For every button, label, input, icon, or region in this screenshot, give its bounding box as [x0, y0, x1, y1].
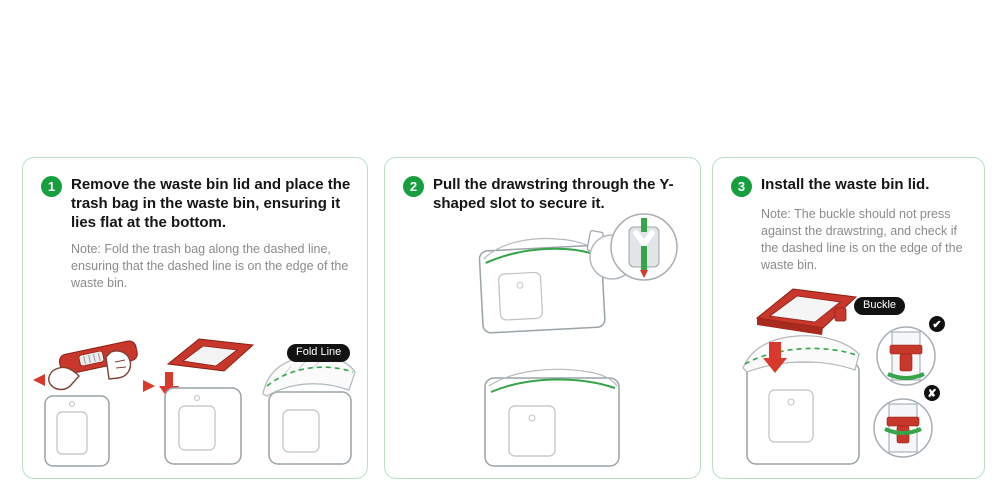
- bag-edge: [488, 368, 618, 387]
- bag-green-rim: [490, 378, 616, 393]
- waste-bin-door: [56, 411, 88, 455]
- step-2-header: 2 Pull the drawstring through the Y-shap…: [385, 158, 700, 213]
- step-1-header: 1 Remove the waste bin lid and place the…: [23, 158, 367, 232]
- step-3-title: Install the waste bin lid.: [761, 176, 930, 193]
- door-handle: [194, 395, 200, 401]
- door-handle: [528, 414, 536, 422]
- pull-right-arrow-icon: [143, 380, 155, 392]
- step-3-figure: [742, 288, 936, 465]
- waste-bin-door: [508, 405, 556, 457]
- red-lid: [755, 288, 858, 335]
- step-1-panel: 1 Remove the waste bin lid and place the…: [22, 157, 368, 479]
- step-2-number-badge: 2: [403, 176, 424, 197]
- waste-bin-door: [768, 389, 814, 443]
- waste-bin-with-bag: [742, 335, 860, 465]
- step-2-figure: [478, 213, 678, 467]
- step-3-number-badge: 3: [731, 176, 752, 197]
- waste-bin-door: [282, 409, 320, 453]
- step-3-note: Note: The buckle should not press agains…: [761, 207, 963, 272]
- drawstring: [887, 372, 925, 380]
- buckle-tab: [834, 307, 847, 322]
- red-lid: [58, 340, 138, 375]
- waste-bin-secured: [484, 368, 620, 467]
- step-1-title: Remove the waste bin lid and place the t…: [71, 176, 351, 231]
- step-1-number-badge: 1: [41, 176, 62, 197]
- right-hand: [105, 350, 132, 380]
- down-arrow-icon: [165, 372, 173, 386]
- y-slot-detail: [628, 218, 660, 278]
- waste-bin-door: [178, 405, 216, 451]
- correct-buckle-detail: [876, 326, 936, 386]
- door-handle: [69, 401, 75, 407]
- drawstring-pinched: [884, 427, 922, 435]
- cross-icon: ✘: [922, 383, 942, 403]
- buckle-label: Buckle: [854, 297, 906, 315]
- buckle: [889, 344, 923, 355]
- step-2-panel: 2 Pull the drawstring through the Y-shap…: [384, 157, 701, 479]
- pull-left-arrow-icon: [33, 374, 45, 386]
- step-2-title: Pull the drawstring through the Y-shaped…: [433, 176, 674, 212]
- incorrect-buckle-detail: [873, 398, 933, 458]
- step-3-header: 3 Install the waste bin lid.: [713, 158, 984, 197]
- fold-line-label: Fold Line: [287, 344, 351, 362]
- step-3-panel: 3 Install the waste bin lid. Note: The b…: [712, 157, 985, 479]
- step-1-figure: [33, 338, 356, 467]
- check-icon: ✔: [927, 314, 947, 334]
- fold-line-illustration: [262, 355, 356, 465]
- buckle: [886, 416, 920, 427]
- fold-dashed-line: [266, 366, 354, 387]
- install-down-arrow-icon: [763, 342, 787, 373]
- waste-bin-with-bag: [478, 230, 606, 334]
- remove-lid-illustration: [33, 340, 155, 467]
- door-handle: [516, 281, 524, 289]
- step-1-note: Note: Fold the trash bag along the dashe…: [71, 242, 349, 290]
- left-hand: [48, 366, 80, 391]
- door-handle: [787, 398, 795, 406]
- waste-bin-door: [498, 271, 543, 321]
- fold-dashed-line: [744, 347, 860, 365]
- lid-off-illustration: [159, 338, 255, 465]
- trash-bag: [262, 355, 356, 397]
- bag-green-rim: [485, 247, 598, 264]
- pull-down-arrow-icon: [640, 270, 648, 278]
